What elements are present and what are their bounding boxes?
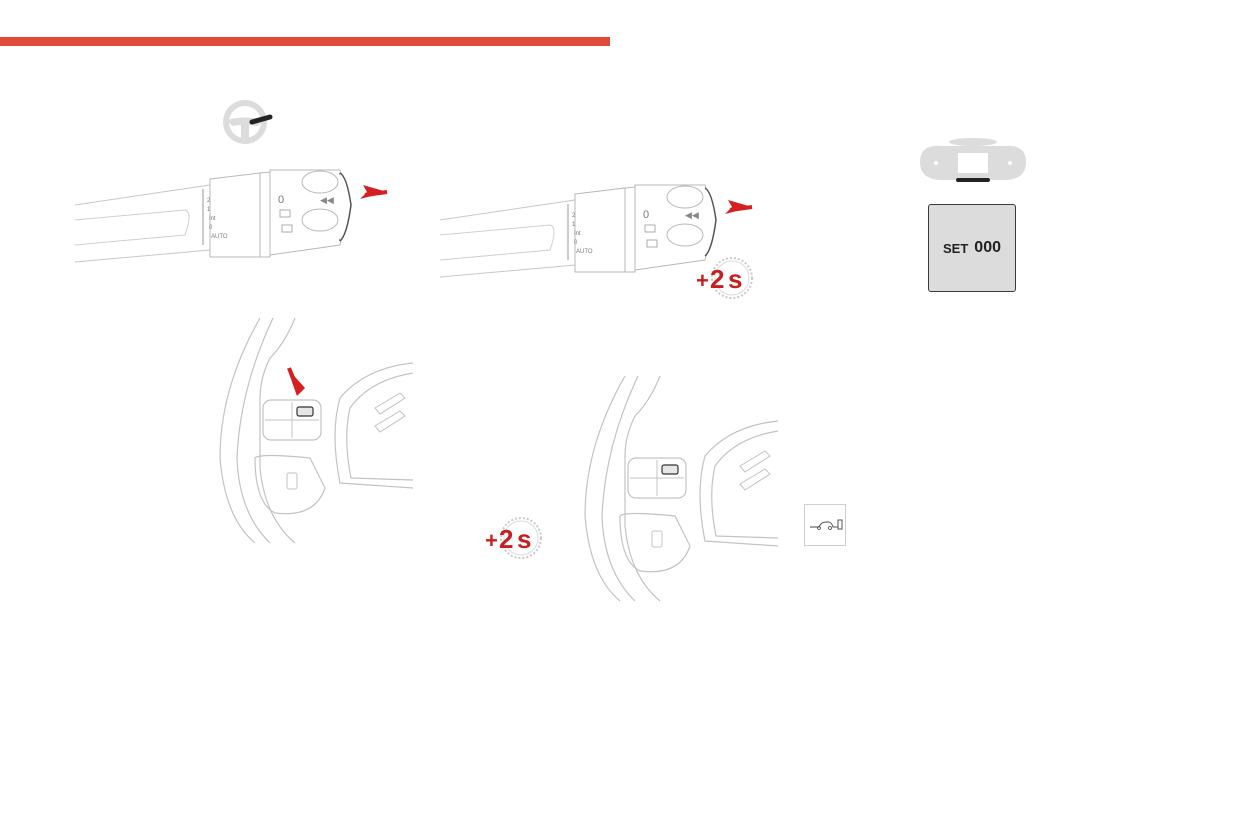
- stalk-zero-symbol: 0: [278, 194, 284, 206]
- steering-wheel-icon: [223, 100, 273, 144]
- odometer-display: SET 000: [928, 204, 1016, 292]
- instrument-panel-icon: [920, 138, 1026, 182]
- plus-2s-badge-2: + 2 s: [485, 517, 542, 559]
- reset-arrows-icon: ◀◀: [320, 195, 334, 205]
- badge-plus: +: [696, 268, 709, 293]
- steering-wheel-diagram-1: [219, 317, 414, 544]
- wiper-stalk-diagram-2: 2 1 Int 0 AUTO 0 ◀◀: [439, 184, 753, 278]
- wiper-stalk-diagram-1: 2 1 Int 0 AUTO 0 ◀◀: [74, 169, 388, 263]
- stalk-scale-auto: AUTO: [576, 249, 593, 255]
- plus-2s-badge-1: + 2 s: [696, 257, 753, 299]
- badge-plus: +: [485, 528, 498, 553]
- badge-number: 2: [499, 524, 513, 554]
- stalk-scale-2: 2: [572, 213, 576, 219]
- badge-number: 2: [710, 264, 724, 294]
- stalk-scale-0: 0: [209, 225, 213, 231]
- stalk-scale-0: 0: [574, 240, 578, 246]
- stalk-scale-1: 1: [207, 207, 211, 213]
- badge-unit: s: [517, 524, 531, 554]
- car-to-pump-icon: [804, 504, 846, 546]
- badge-unit: s: [728, 264, 742, 294]
- display-set-label: SET: [943, 240, 969, 256]
- stalk-scale-1: 1: [572, 222, 576, 228]
- steering-wheel-diagram-2: [584, 375, 779, 602]
- stalk-scale-int: Int: [574, 231, 581, 237]
- header-accent-bar: [0, 37, 610, 46]
- stalk-zero-symbol: 0: [643, 209, 649, 221]
- reset-arrows-icon: ◀◀: [685, 210, 699, 220]
- stalk-scale-int: Int: [209, 216, 216, 222]
- stalk-scale-2: 2: [207, 198, 211, 204]
- stalk-scale-auto: AUTO: [211, 234, 228, 240]
- display-value: 000: [974, 239, 1001, 256]
